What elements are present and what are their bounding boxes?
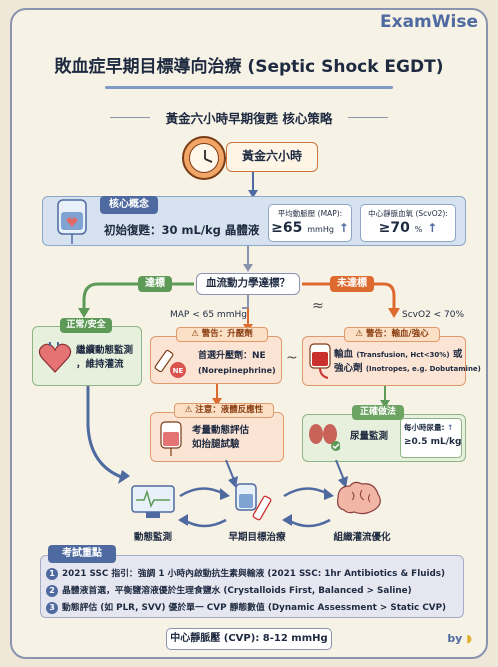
arrow-down-4 (212, 384, 222, 406)
exam-item-1-text: 2021 SSC 指引：強調 1 小時內啟動抗生素與輸液 (2021 SSC: … (62, 569, 446, 579)
scvo2-unit: % (414, 225, 423, 234)
warning-icon: ⚠ (355, 329, 364, 339)
fluid-line2: 如抬腿試驗 (192, 439, 240, 450)
arrow-down-2 (243, 246, 253, 272)
number-badge-1: 1 (46, 568, 58, 580)
vasopressor-line1: 首選升壓劑：NE (198, 351, 266, 361)
tilde-divider-icon: ~ (286, 350, 298, 366)
vasopressor-warning: ⚠ 警告：升壓劑 (176, 327, 268, 342)
exam-item-3-text: 動態評估 (如 PLR, SVV) 優於單一 CVP 靜態數值 (Dynamic… (62, 603, 447, 613)
arrow-up-icon: ↑ (338, 221, 349, 235)
map-label: 平均動脈壓 (MAP): (277, 209, 343, 218)
vasopressor-line2: (Norepinephrine) (198, 366, 276, 375)
subtitle: 黃金六小時早期復甦 核心策略 (165, 111, 333, 126)
title-underline (105, 86, 393, 89)
map-value: ≥65 (271, 220, 303, 236)
number-badge-2: 2 (46, 585, 58, 597)
transfusion-head: 警告：輸血/強心 (365, 329, 429, 339)
map-unit: mmHg (307, 225, 334, 234)
scvo2-label: 中心靜脈血氧 (ScvO2): (368, 209, 448, 218)
fluid-responsiveness-panel (150, 412, 284, 462)
exam-points-panel (40, 555, 464, 618)
core-concept-tag: 核心概念 (100, 196, 158, 214)
arrow-down-5 (380, 386, 390, 408)
correct-practice-tag: 正確做法 (352, 405, 404, 420)
cycle-arrows-right (282, 487, 334, 528)
warning-icon: ⚠ (191, 329, 199, 339)
brand-logo: ExamWise (380, 12, 478, 32)
monitor-label: 動態監測 (133, 532, 172, 543)
arrow-up-icon: ↑ (447, 423, 454, 432)
byline: by ◗ (447, 632, 472, 645)
core-initial-resuscitation: 初始復甦：30 mL/kg 晶體液 (104, 223, 260, 237)
scvo2-value: ≥70 (378, 220, 410, 236)
fluid-head: 注意：液體反應性 (195, 405, 264, 415)
exam-item-3: 3 動態評估 (如 PLR, SVV) 優於單一 CVP 靜態數值 (Dynami… (46, 600, 446, 614)
transfusion-detail: (Transfusion, Hct<30%) (356, 351, 450, 359)
golden-hours-label: 黃金六小時 (226, 142, 318, 172)
branch-unmet-tag: 未達標 (330, 276, 374, 292)
subtitle-line-left (110, 117, 150, 118)
arrow-urine-to-brain (335, 460, 348, 488)
normal-line2: ，維持灌流 (76, 359, 124, 370)
by-text: by (447, 632, 463, 645)
transfusion-line2: 強心劑 (Inotropes, e.g. Dobutamine) (334, 362, 481, 376)
transfusion-line1: 輸血 (Transfusion, Hct<30%) 或 (334, 348, 462, 362)
condition-map: MAP < 65 mmHg (170, 310, 247, 320)
exam-item-1: 1 2021 SSC 指引：強調 1 小時內啟動抗生素與輸液 (2021 SSC:… (46, 566, 445, 580)
urine-output-label: 每小時尿量: (404, 423, 445, 432)
hemodynamic-question: 血流動力學達標？ (196, 273, 300, 295)
urine-output-value: ≥0.5 mL/kg (404, 437, 462, 447)
cvp-footer: 中心靜脈壓 (CVP): 8-12 mmHg (166, 628, 332, 650)
fluid-line1: 考量動態評估 (192, 425, 250, 436)
goal-label: 早期目標治療 (228, 532, 286, 543)
vasopressor-head: 警告：升壓劑 (201, 329, 253, 339)
wave-divider-icon: ≈ (312, 298, 324, 314)
branch-met-tag: 達標 (138, 276, 172, 292)
exam-item-2: 2 晶體液首選，平衡鹽溶液優於生理食鹽水 (Crystalloids First,… (46, 583, 412, 597)
warning-icon: ⚠ (184, 405, 193, 415)
scvo2-metric-card: 中心靜脈血氧 (ScvO2): ≥70 % ↑ (360, 204, 456, 242)
exam-item-2-text: 晶體液首選，平衡鹽溶液優於生理食鹽水 (Crystalloids First, … (62, 586, 412, 596)
urine-monitoring: 尿量監測 (350, 431, 389, 442)
transfusion-or: 或 (452, 349, 463, 360)
normal-safe-tag: 正常/安全 (60, 318, 112, 333)
number-badge-3: 3 (46, 602, 58, 614)
transfusion-warning: ⚠ 警告：輸血/強心 (344, 327, 440, 342)
normal-line1: 繼續動態監測 (76, 345, 134, 356)
subtitle-line-right (348, 117, 388, 118)
cycle-arrows-left (178, 487, 230, 528)
page-title: 敗血症早期目標導向治療 (Septic Shock EGDT) (54, 57, 444, 77)
arrow-normal-to-monitor (86, 386, 130, 484)
banana-logo-icon: ◗ (466, 632, 472, 645)
arrow-to-met (78, 282, 194, 318)
transfusion-word: 輸血 (334, 349, 354, 360)
fluid-warning: ⚠ 注意：液體反應性 (174, 403, 274, 418)
exam-points-tag: 考試重點 (48, 545, 116, 563)
inotrope-word: 強心劑 (334, 363, 363, 374)
inotrope-detail: (Inotropes, e.g. Dobutamine) (365, 365, 481, 373)
ne-badge: NE (173, 367, 184, 375)
perfusion-label: 組織灌流優化 (333, 532, 391, 543)
clock-icon (182, 136, 226, 180)
arrow-down-1 (248, 172, 258, 198)
arrow-to-unmet (302, 282, 400, 318)
map-metric-card: 平均動脈壓 (MAP): ≥65 mmHg ↑ (268, 204, 352, 242)
arrow-up-icon: ↑ (427, 221, 438, 235)
condition-scvo2: ScvO2 < 70% (402, 310, 465, 320)
urine-output-card: 每小時尿量: ↑ ≥0.5 mL/kg (400, 418, 462, 458)
arrow-fluid-to-goal (225, 460, 238, 488)
